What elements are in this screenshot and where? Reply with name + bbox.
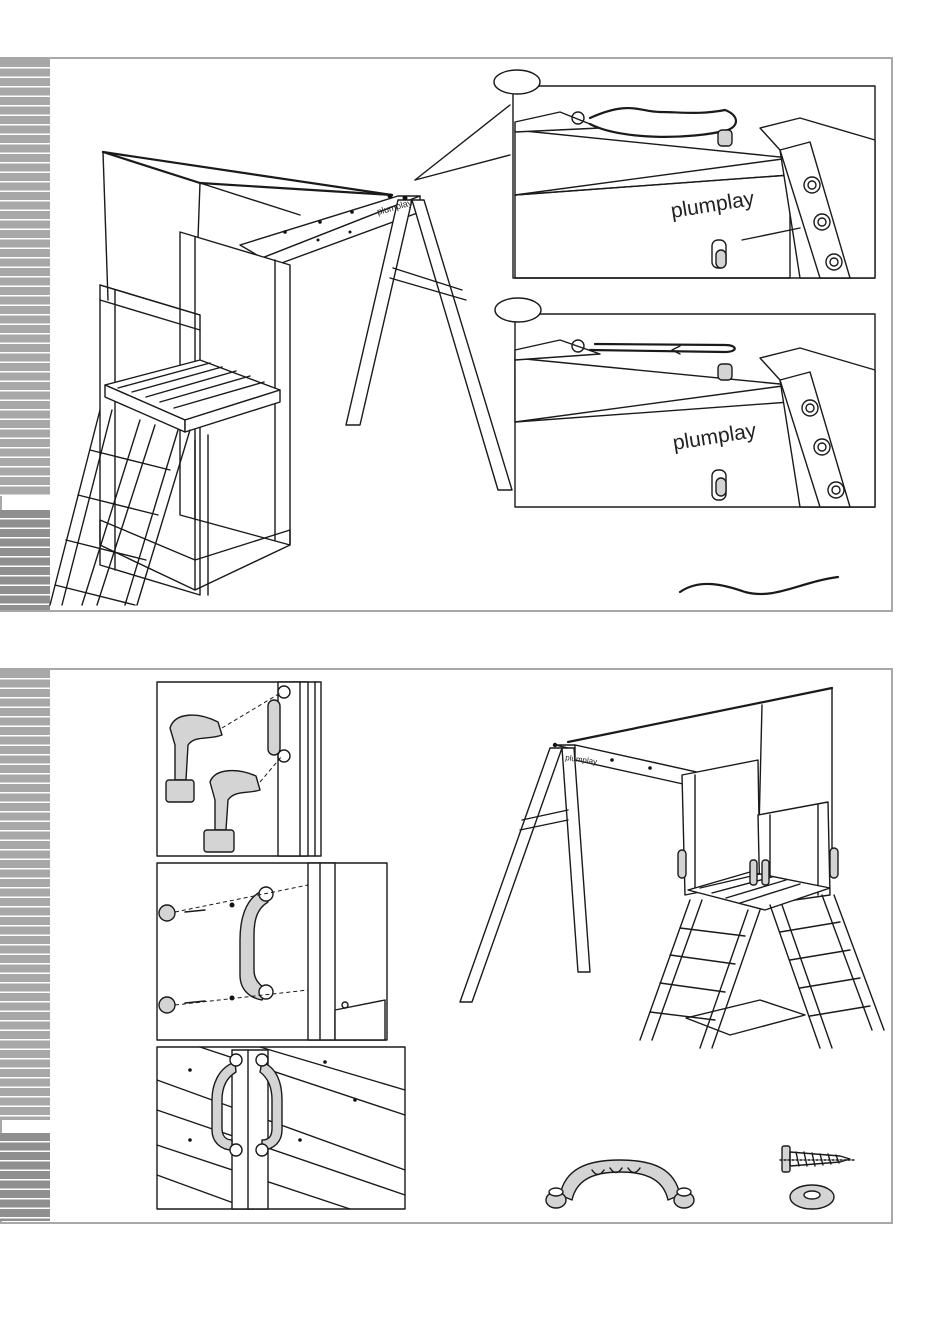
- inset-handles-installed: [157, 1047, 405, 1209]
- callout-a-detail: [494, 70, 875, 278]
- callout-pointer-lower: [415, 155, 510, 180]
- callout-a-badge: [494, 70, 540, 94]
- swing-frame-overview: [50, 152, 512, 605]
- swing-frame-complete: [460, 688, 884, 1048]
- screw-washer-part-icon: [780, 1146, 855, 1209]
- inset-handle-exploded: [157, 863, 387, 1040]
- callout-b-badge: [495, 298, 541, 322]
- inset-drilling: [157, 682, 321, 856]
- callout-b-detail: [495, 298, 875, 507]
- handle-grip-part-icon: [546, 1160, 694, 1208]
- rope-part-icon: [680, 577, 838, 594]
- callout-pointer-upper: [415, 105, 510, 180]
